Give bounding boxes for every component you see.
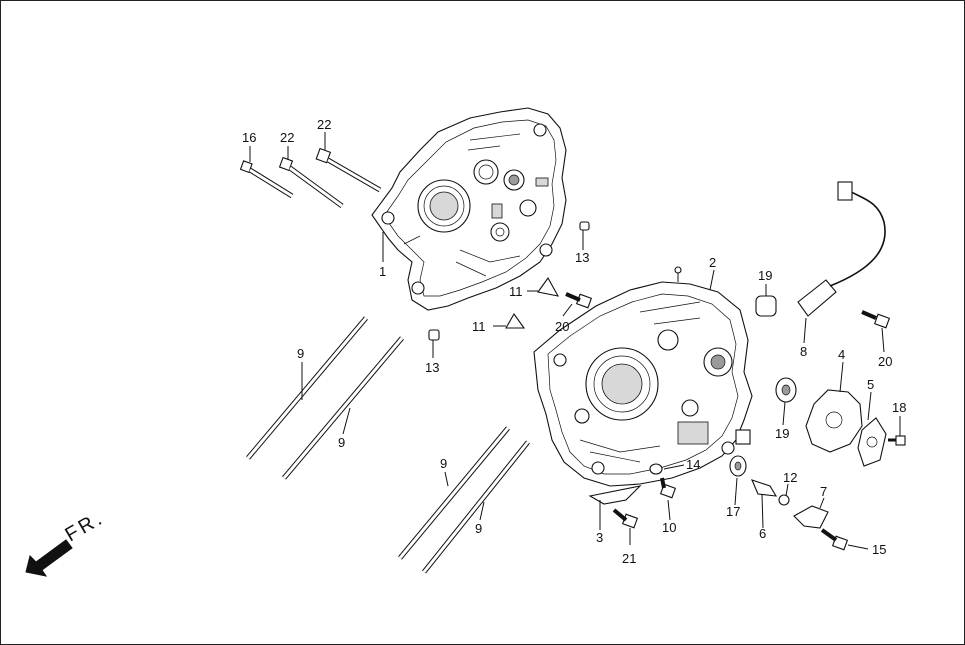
callout-9-b: 9 [338, 435, 345, 450]
callout-20-lower: 21 [622, 551, 636, 566]
callout-1: 1 [379, 264, 386, 279]
callout-12: 12 [783, 470, 797, 485]
long-bolts-drawing [239, 147, 382, 209]
callout-2: 2 [709, 255, 716, 270]
callout-14: 17 [726, 504, 740, 519]
callout-11-upper: 11 [509, 284, 523, 299]
callout-8: 8 [800, 344, 807, 359]
callout-6: 6 [759, 526, 766, 541]
right-crankcase-drawing [533, 266, 753, 487]
callout-18: 14 [686, 457, 700, 472]
callout-19-upper: 20 [878, 354, 892, 369]
left-crankcase-drawing [371, 107, 567, 311]
callout-20-upper: 20 [555, 319, 569, 334]
callout-4: 4 [838, 347, 845, 362]
callout-19-lower: 15 [872, 542, 886, 557]
callout-5: 5 [867, 377, 874, 392]
callout-21: 16 [242, 130, 256, 145]
callout-13-upper: 13 [575, 250, 589, 265]
callout-9-c: 9 [440, 456, 447, 471]
callout-16: 19 [758, 268, 772, 283]
callout-15: 19 [775, 426, 789, 441]
callout-11-lower: 11 [472, 319, 486, 334]
studs-drawing [246, 316, 530, 574]
callout-3: 3 [596, 530, 603, 545]
callout-9-d: 9 [475, 521, 482, 536]
callout-22-left: 22 [280, 130, 294, 145]
callout-9-a: 9 [297, 346, 304, 361]
callout-13-lower: 13 [425, 360, 439, 375]
callout-17: 18 [892, 400, 906, 415]
front-direction-label: FR. [62, 507, 109, 547]
small-parts-drawing [428, 181, 906, 551]
callout-7: 7 [820, 484, 827, 499]
callout-labels: 16 22 22 1 2 19 13 13 11 11 20 9 9 9 9 8… [242, 117, 906, 566]
front-direction-arrow-icon: FR. [25, 507, 109, 577]
callout-10: 10 [662, 520, 676, 535]
leader-lines [249, 132, 901, 550]
callout-22-right: 22 [317, 117, 331, 132]
